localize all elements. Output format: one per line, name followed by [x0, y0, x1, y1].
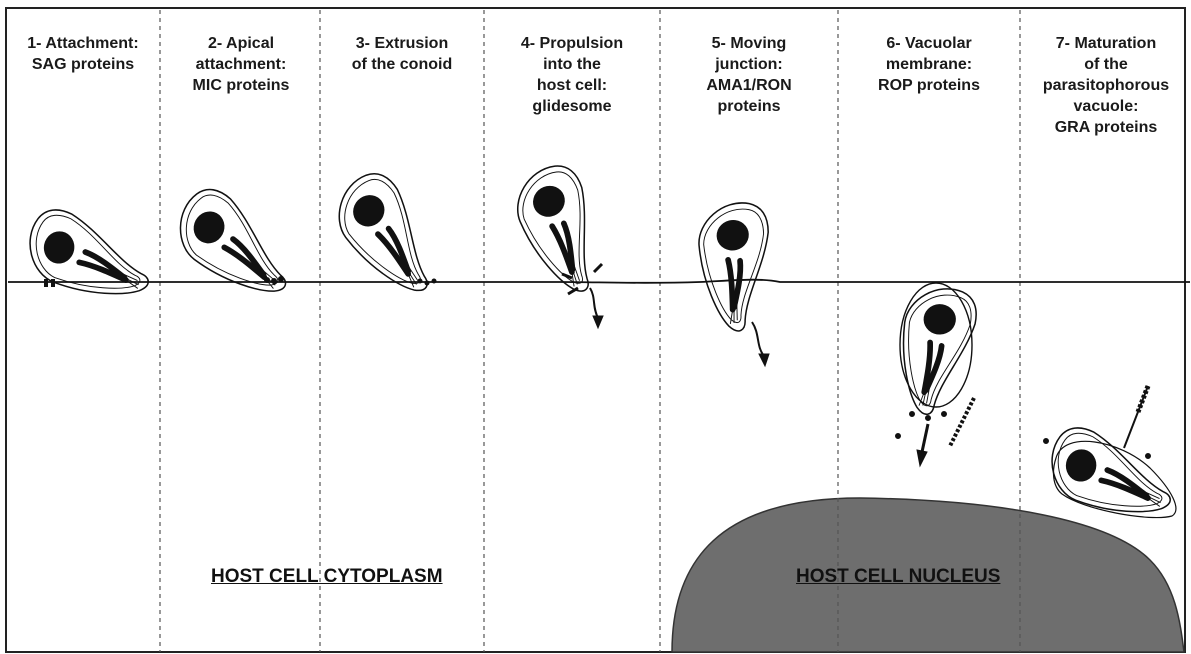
glidesome-marks	[562, 264, 603, 328]
step-1-label: 1- Attachment:SAG proteins	[8, 33, 158, 75]
rop-marks	[896, 398, 975, 466]
host-cell-nucleus-label: HOST CELL NUCLEUS	[796, 566, 1000, 588]
host-membrane	[8, 280, 1190, 283]
parasite-step-6	[902, 288, 980, 415]
parasite-step-5	[689, 197, 791, 336]
parasite-step-7	[1044, 423, 1181, 521]
gra-marks	[1044, 386, 1151, 459]
parasite-step-4	[501, 156, 630, 301]
host-cell-cytoplasm-label: HOST CELL CYTOPLASM	[211, 566, 443, 588]
parasitophorous-vacuole	[1054, 441, 1176, 517]
parasite-step-1	[22, 205, 159, 303]
junction-marks	[752, 322, 769, 366]
parasite-step-2	[165, 181, 310, 305]
